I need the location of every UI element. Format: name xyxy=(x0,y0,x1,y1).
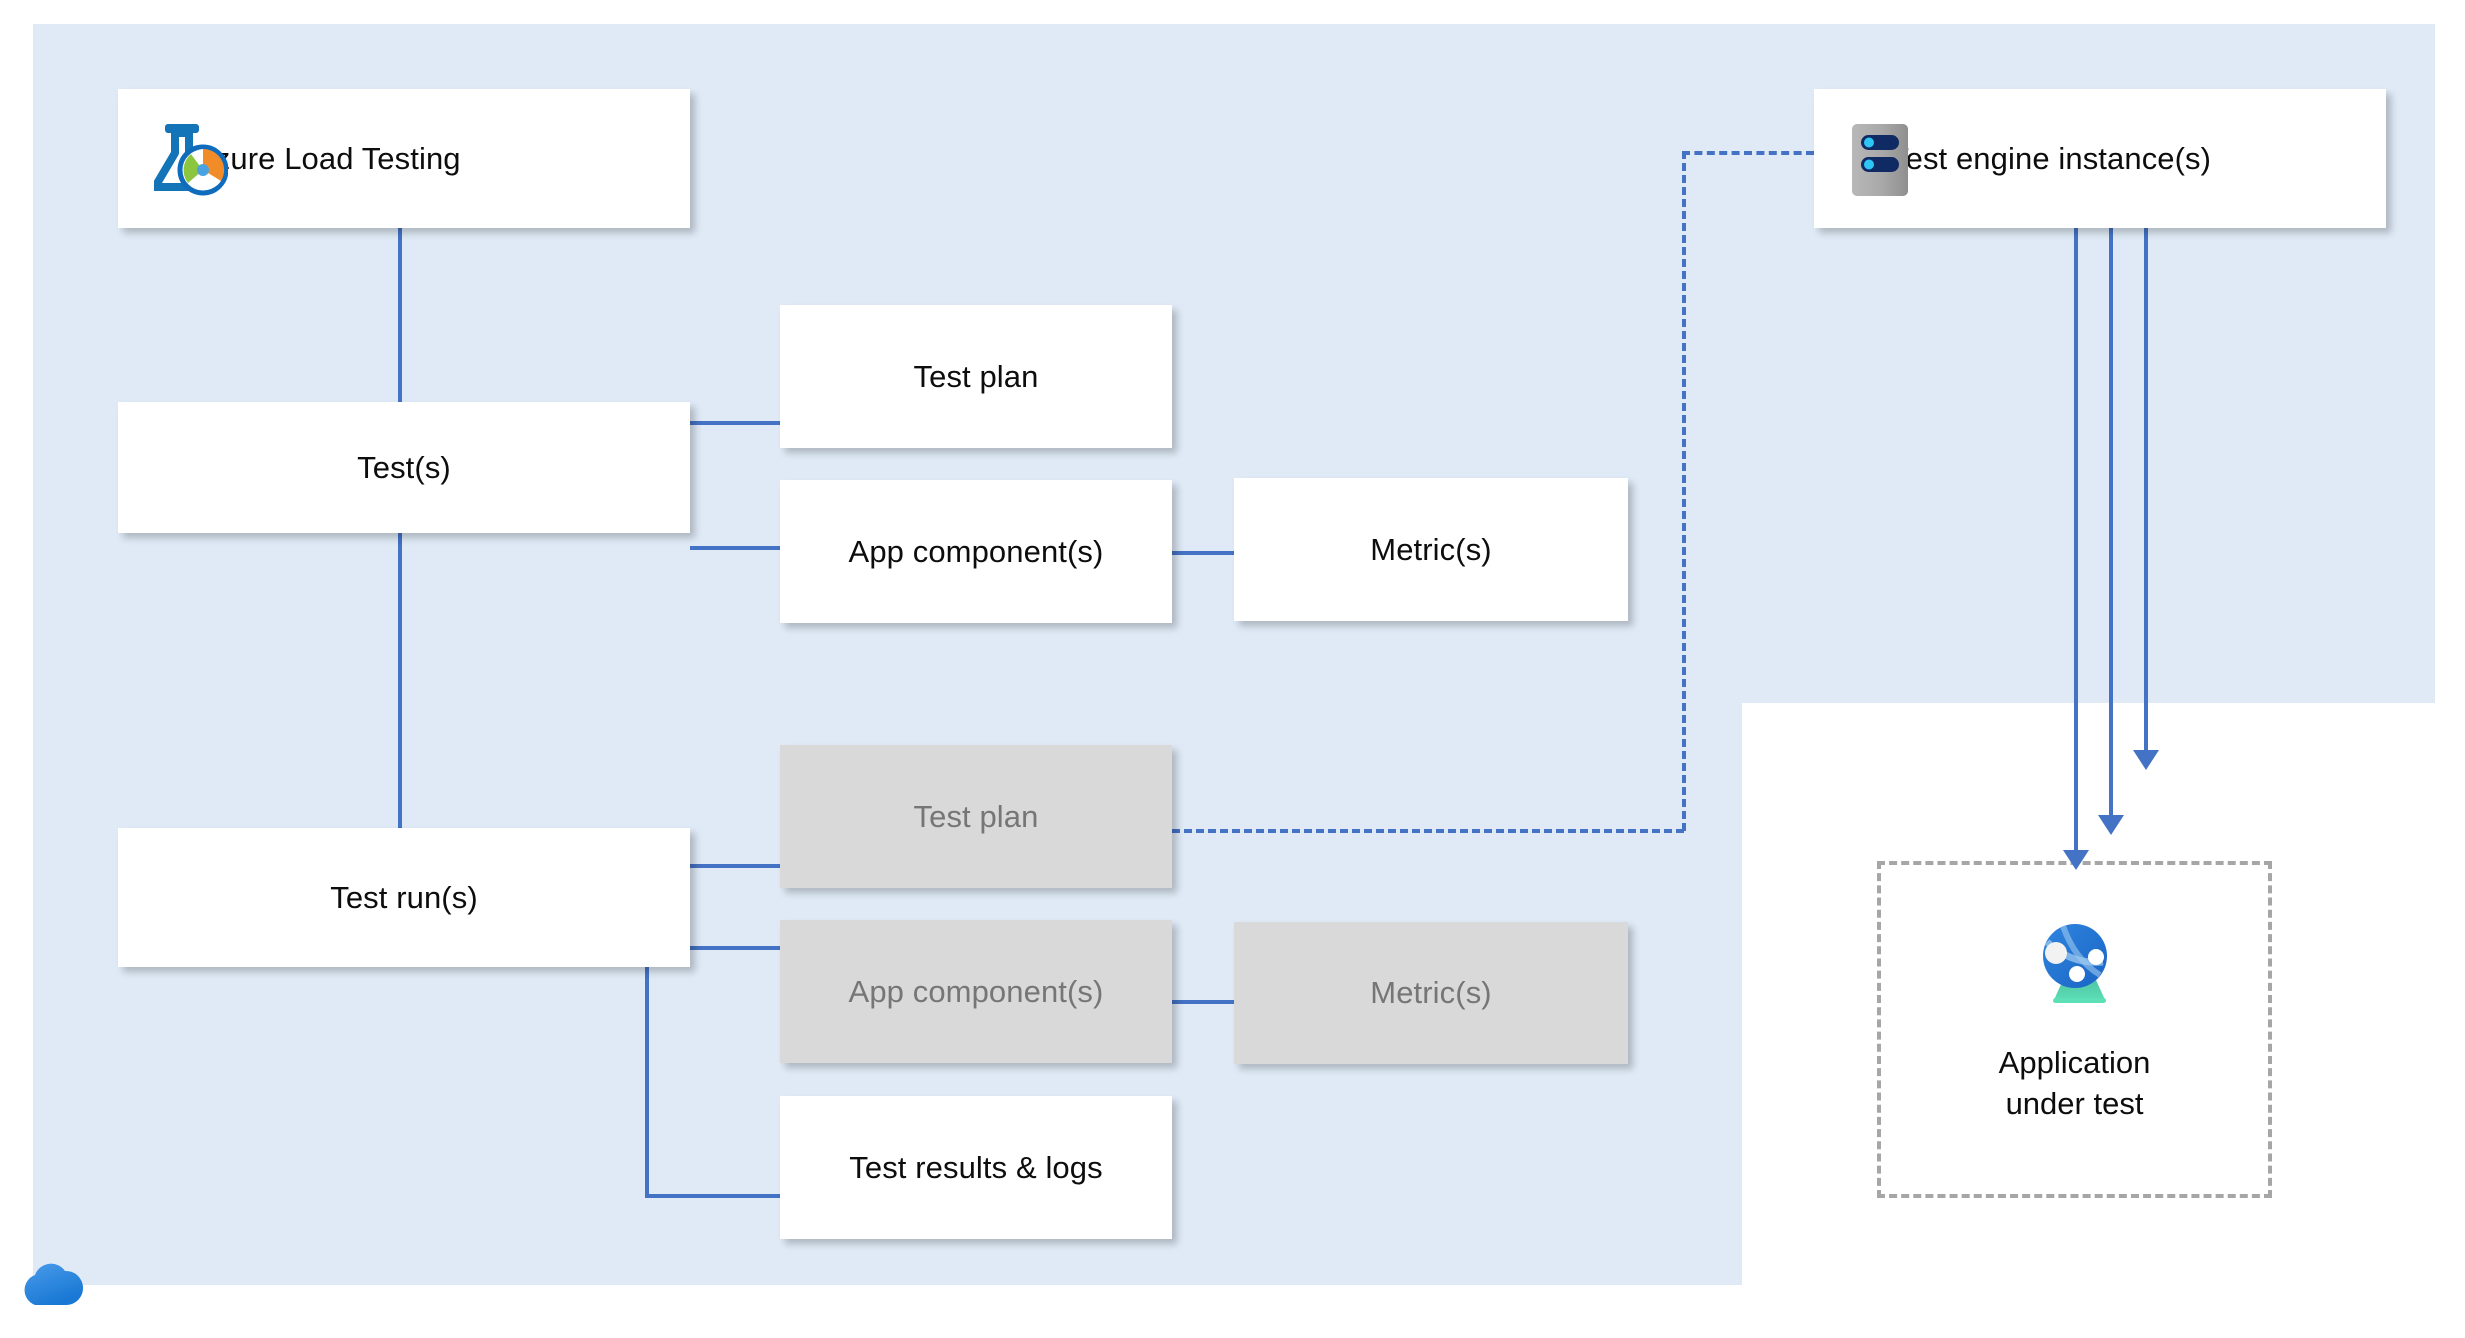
connector-dashed-testplan-to-engine-top xyxy=(1682,151,1814,155)
application-globe-icon xyxy=(2030,912,2120,1006)
azure-load-testing-flask-icon xyxy=(151,119,229,197)
node-test-results-logs[interactable]: Test results & logs xyxy=(780,1096,1172,1239)
node-app-components-run[interactable]: App component(s) xyxy=(780,920,1172,1063)
cloud-icon xyxy=(15,1255,87,1307)
connector-engine-to-app-3 xyxy=(2144,228,2148,753)
node-metrics-run[interactable]: Metric(s) xyxy=(1234,922,1628,1064)
node-label: App component(s) xyxy=(848,533,1104,569)
connector-engine-to-app-2 xyxy=(2109,228,2113,818)
server-rack-icon xyxy=(1850,122,1910,198)
node-label: Test plan xyxy=(913,798,1039,834)
node-label: Test plan xyxy=(913,358,1039,394)
application-under-test-label-line2: under test xyxy=(2005,1085,2144,1121)
node-test-plan-run[interactable]: Test plan xyxy=(780,745,1172,888)
node-label: Test(s) xyxy=(357,449,451,485)
connector-alt-to-tests xyxy=(398,228,402,402)
connector-engine-to-app-1 xyxy=(2074,228,2078,853)
connector-testruns-to-testplan-run xyxy=(690,864,780,868)
node-label: Test engine instance(s) xyxy=(1890,140,2212,176)
connector-dashed-testplan-to-engine-bottom xyxy=(1172,829,1684,833)
arrow-head-engine-to-app-3 xyxy=(2133,750,2159,770)
node-app-components[interactable]: App component(s) xyxy=(780,480,1172,623)
node-test-runs[interactable]: Test run(s) xyxy=(118,828,690,967)
node-label: Metric(s) xyxy=(1370,531,1492,567)
node-metrics[interactable]: Metric(s) xyxy=(1234,478,1628,621)
arrow-head-engine-to-app-2 xyxy=(2098,815,2124,835)
node-label: Test run(s) xyxy=(330,879,478,915)
connector-dashed-testplan-to-engine-vertical xyxy=(1682,151,1686,831)
connector-tests-to-appcomponents xyxy=(690,546,780,550)
node-label: Azure Load Testing xyxy=(194,140,461,176)
application-under-test-label-line1: Application xyxy=(1998,1045,2151,1080)
node-azure-load-testing[interactable]: Azure Load Testing xyxy=(118,89,690,228)
node-test-engine[interactable]: Test engine instance(s) xyxy=(1814,89,2386,228)
connector-tests-to-testplan xyxy=(690,421,780,425)
connector-testruns-to-results-horizontal xyxy=(645,1194,782,1198)
node-label: Test results & logs xyxy=(849,1149,1103,1185)
connector-testruns-to-results-vertical xyxy=(645,967,649,1198)
node-test-plan[interactable]: Test plan xyxy=(780,305,1172,448)
node-label: Metric(s) xyxy=(1370,975,1492,1011)
connector-appcomponents-to-metrics xyxy=(1172,551,1234,555)
arrow-head-engine-to-app-1 xyxy=(2063,850,2089,870)
connector-testruns-to-appcomponents-run xyxy=(690,946,780,950)
node-label: App component(s) xyxy=(848,973,1104,1009)
node-tests[interactable]: Test(s) xyxy=(118,402,690,533)
application-under-test-label: Application under test xyxy=(1877,1043,2272,1125)
connector-tests-to-testruns xyxy=(398,533,402,828)
connector-appcomponents-run-to-metrics-run xyxy=(1172,1000,1234,1004)
